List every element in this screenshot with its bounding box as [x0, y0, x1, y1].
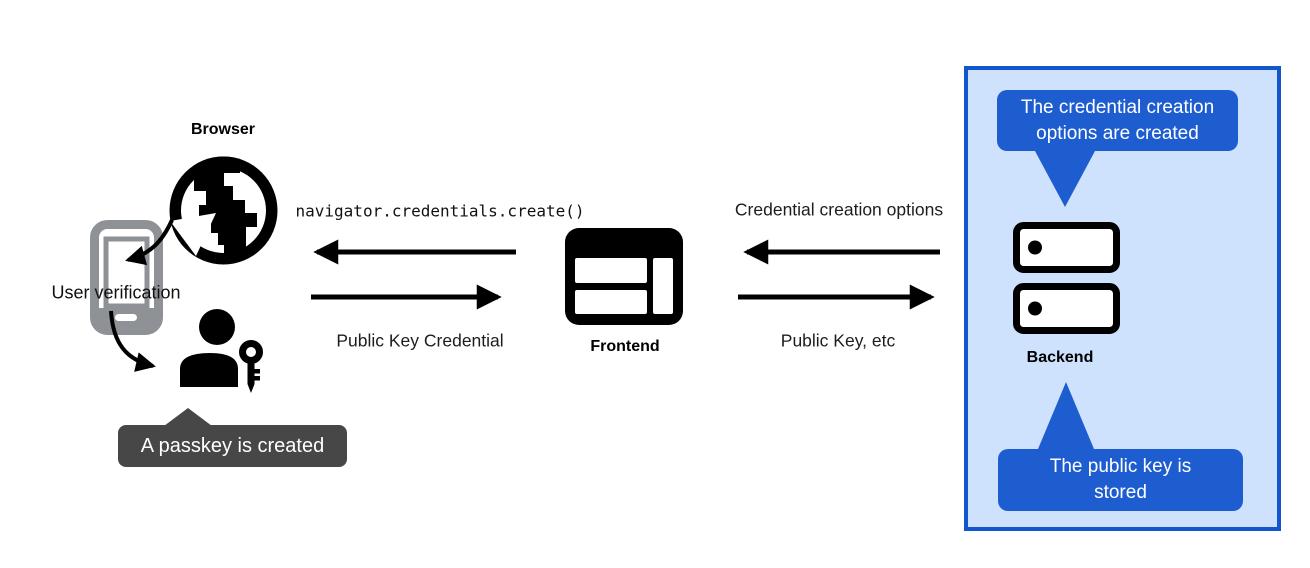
globe-icon	[169, 156, 278, 265]
backend-label: Backend	[1026, 349, 1094, 366]
browser-window-icon	[565, 228, 683, 325]
passkey-created-text: A passkey is created	[140, 434, 325, 457]
backend-panel: The credential creation options are crea…	[964, 66, 1281, 531]
public-key-stored-text: The public key is stored	[1049, 456, 1192, 503]
passkey-created-tooltip: A passkey is created	[118, 408, 347, 467]
user-verification-label: User verification	[51, 282, 181, 303]
tooltip-pointer-up	[1038, 382, 1094, 449]
public-key-credential-label: Public Key Credential	[336, 330, 504, 351]
browser-label: Browser	[190, 121, 256, 138]
frontend-label: Frontend	[590, 338, 660, 355]
public-key-stored-tooltip: The public key is stored	[998, 382, 1243, 511]
tooltip-pointer-down	[1035, 151, 1095, 207]
create-call-label: navigator.credentials.create()	[295, 201, 585, 221]
smartphone-icon	[90, 220, 163, 335]
server-icon	[1013, 222, 1120, 334]
credential-creation-options-label: Credential creation options	[734, 199, 944, 220]
tooltip-pointer-up	[164, 408, 212, 426]
public-key-etc-label: Public Key, etc	[780, 330, 896, 351]
credential-options-tooltip: The credential creation options are crea…	[997, 90, 1238, 207]
credential-options-text: The credential creation options are crea…	[1020, 96, 1215, 144]
user-key-icon	[180, 309, 268, 393]
